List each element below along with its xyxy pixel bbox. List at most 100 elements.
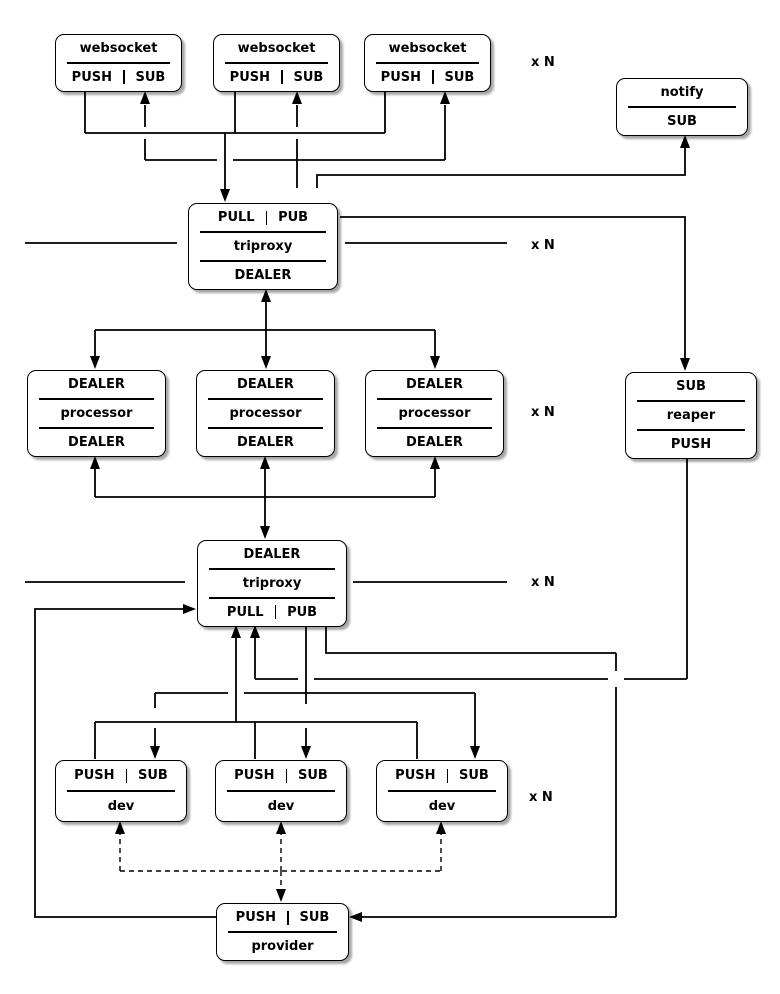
- node-notify: notify SUB: [616, 78, 748, 136]
- node-title: triproxy: [198, 570, 346, 597]
- node-websocket-3: websocket PUSH SUB: [364, 34, 491, 92]
- socket-push-label: PUSH: [380, 69, 421, 85]
- node-title: processor: [28, 400, 165, 427]
- divider: [637, 429, 745, 431]
- socket-sub-label: SUB: [459, 768, 489, 784]
- multiplier-devs: x N: [529, 790, 553, 805]
- node-title: dev: [56, 792, 186, 821]
- node-title: dev: [216, 792, 346, 821]
- divider: [227, 790, 335, 792]
- node-title: triproxy: [189, 233, 337, 260]
- socket-pub-label: PUB: [278, 210, 309, 226]
- socket-sub-label: SUB: [299, 910, 330, 926]
- multiplier-processors: x N: [531, 405, 555, 420]
- divider: [209, 568, 335, 570]
- node-title: dev: [377, 792, 507, 821]
- socket-separator: [274, 605, 277, 620]
- dev-title: dev: [428, 798, 456, 814]
- socket-sub-label: SUB: [298, 768, 328, 784]
- divider: [209, 597, 335, 599]
- socket-separator: [265, 210, 268, 225]
- socket-push-label: PUSH: [234, 768, 275, 784]
- triproxy-title: triproxy: [233, 238, 293, 254]
- socket-row: PUSH SUB: [216, 761, 346, 790]
- socket-row: PULL PUB: [189, 204, 337, 231]
- node-title: processor: [366, 400, 503, 427]
- divider: [377, 398, 492, 400]
- dev-title: dev: [267, 798, 295, 814]
- socket-separator: [281, 70, 283, 85]
- socket-dealer-label: DEALER: [237, 377, 294, 393]
- socket-push-label: PUSH: [71, 69, 112, 85]
- socket-sub-label: SUB: [667, 113, 697, 129]
- socket-separator: [287, 910, 289, 925]
- socket-sub-label: SUB: [138, 768, 168, 784]
- socket-dealer-label: DEALER: [406, 434, 463, 450]
- node-processor-3: DEALER processor DEALER: [365, 370, 504, 457]
- multiplier-websockets: x N: [531, 55, 555, 70]
- processor-title: processor: [229, 405, 302, 421]
- socket-row: PUSH SUB: [214, 64, 339, 91]
- node-dev-1: PUSH SUB dev: [55, 760, 187, 822]
- divider: [200, 260, 326, 262]
- node-processor-2: DEALER processor DEALER: [196, 370, 335, 457]
- divider: [377, 427, 492, 429]
- node-title: provider: [217, 933, 348, 960]
- divider: [67, 62, 170, 64]
- socket-dealer-label: DEALER: [237, 434, 294, 450]
- websocket-title: websocket: [79, 41, 158, 57]
- divider: [39, 427, 154, 429]
- node-title: reaper: [626, 402, 756, 429]
- socket-sub-label: SUB: [135, 69, 166, 85]
- processor-title: processor: [60, 405, 133, 421]
- socket-dealer-label: DEALER: [243, 547, 301, 563]
- socket-pull-label: PULL: [217, 210, 255, 226]
- socket-push-label: PUSH: [670, 436, 712, 452]
- socket-row: SUB: [617, 108, 747, 135]
- divider: [200, 231, 326, 233]
- divider: [228, 931, 337, 933]
- node-reaper: SUB reaper PUSH: [625, 372, 757, 459]
- socket-separator: [125, 768, 127, 783]
- node-title: websocket: [365, 35, 490, 62]
- socket-row: DEALER: [197, 429, 334, 456]
- socket-push-label: PUSH: [74, 768, 115, 784]
- socket-push-label: PUSH: [235, 910, 276, 926]
- node-title: processor: [197, 400, 334, 427]
- socket-dealer-label: DEALER: [68, 377, 125, 393]
- solid-connectors: [25, 91, 688, 918]
- dev-title: dev: [107, 798, 135, 814]
- divider: [388, 790, 496, 792]
- node-websocket-2: websocket PUSH SUB: [213, 34, 340, 92]
- socket-dealer-label: DEALER: [68, 434, 125, 450]
- socket-row: SUB: [626, 373, 756, 400]
- divider: [637, 400, 745, 402]
- node-provider: PUSH SUB provider: [216, 903, 349, 961]
- socket-row: DEALER: [197, 371, 334, 398]
- websocket-title: websocket: [237, 41, 316, 57]
- socket-separator: [432, 70, 434, 85]
- socket-sub-label: SUB: [444, 69, 475, 85]
- node-websocket-1: websocket PUSH SUB: [55, 34, 182, 92]
- socket-row: DEALER: [189, 262, 337, 289]
- socket-push-label: PUSH: [229, 69, 270, 85]
- socket-pull-label: PULL: [226, 604, 264, 620]
- divider: [225, 62, 328, 64]
- divider: [208, 398, 323, 400]
- socket-row: PUSH: [626, 431, 756, 458]
- socket-sub-label: SUB: [293, 69, 324, 85]
- socket-row: DEALER: [198, 541, 346, 568]
- multiplier-triproxy-bottom: x N: [531, 575, 555, 590]
- provider-title: provider: [251, 938, 314, 954]
- reaper-title: reaper: [666, 407, 716, 423]
- arrowheads: [90, 91, 690, 922]
- notify-title: notify: [660, 85, 704, 101]
- socket-row: PUSH SUB: [365, 64, 490, 91]
- node-title: websocket: [56, 35, 181, 62]
